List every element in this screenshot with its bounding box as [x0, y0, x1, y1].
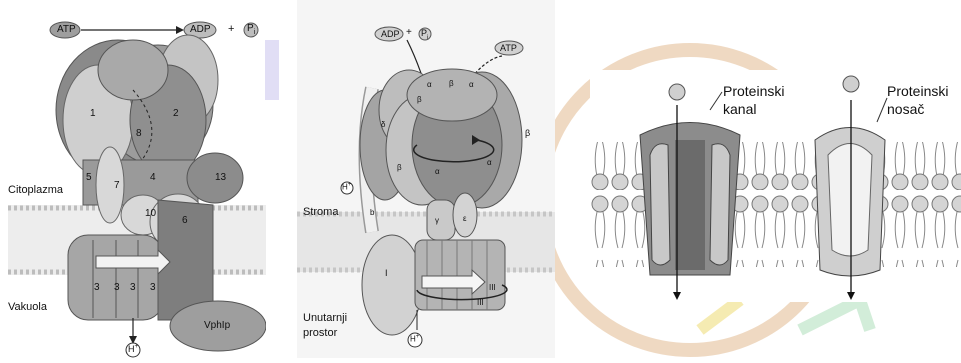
panel-v-atpase: ATP ADP + Pi 1 2 8 5 7 4 13 10 6 3 3 3 3…	[8, 0, 266, 358]
proton-label-bottom: H+	[410, 334, 419, 344]
subunit-3d-label: 3	[150, 282, 156, 293]
panel-cf-atpase: ADP + Pi ATP α β α β δ β α β α b γ ε I I…	[297, 0, 555, 358]
subunit-beta3-label: β	[525, 128, 530, 138]
subunit-beta2-label: β	[417, 95, 422, 104]
proton-label-top: H+	[342, 182, 351, 192]
carrier-label-line1: Proteinski	[887, 83, 948, 99]
subunit-beta-label: β	[449, 79, 454, 88]
subunit-2-label: 2	[173, 108, 179, 119]
carrier-label-line2: nosač	[887, 101, 924, 117]
subunit-gamma-label: γ	[435, 216, 439, 225]
subunit-1-label: 1	[90, 108, 96, 119]
pi-label: Pi	[247, 23, 255, 36]
subunit-alpha2-label: α	[469, 80, 474, 89]
panel-membrane-transport: Proteinski kanal Proteinski nosač	[590, 70, 961, 302]
stroma-label: Stroma	[303, 206, 338, 218]
subunit-13-label: 13	[215, 172, 226, 183]
vphip-label: VphIp	[204, 320, 230, 331]
subunit-iii2-label: III	[477, 298, 484, 307]
vacuole-label: Vakuola	[8, 301, 47, 313]
plus-label: +	[228, 23, 234, 35]
inner-space-label-line1: Unutarnji	[303, 312, 347, 324]
cytoplasm-label: Citoplazma	[8, 184, 63, 196]
subunit-5-label: 5	[86, 172, 92, 183]
atp-label: ATP	[500, 43, 517, 53]
inner-space-label-line2: prostor	[303, 327, 337, 339]
subunit-b-label: b	[370, 208, 374, 217]
subunit-8-label: 8	[136, 128, 142, 139]
subunit-4-label: 4	[150, 172, 156, 183]
subunit-alpha-label: α	[427, 80, 432, 89]
atp-label: ATP	[57, 24, 76, 35]
subunit-3c-label: 3	[130, 282, 136, 293]
channel-label-line1: Proteinski	[723, 83, 784, 99]
subunit-3a-label: 3	[94, 282, 100, 293]
proton-label: H+	[128, 344, 138, 354]
subunit-i-label: I	[385, 268, 388, 278]
subunit-6-label: 6	[182, 215, 188, 226]
subunit-10-label: 10	[145, 208, 156, 219]
subunit-alpha3-label: α	[487, 158, 492, 167]
plus-label: +	[406, 27, 412, 38]
cf-atpase-diagram	[297, 0, 555, 358]
subunit-alpha4-label: α	[435, 167, 440, 176]
subunit-epsilon-label: ε	[463, 214, 467, 223]
adp-label: ADP	[190, 24, 211, 35]
subunit-7-label: 7	[114, 180, 120, 191]
subunit-i	[362, 235, 422, 335]
subunit-iii-label: III	[489, 283, 496, 292]
channel-label-line2: kanal	[723, 101, 756, 117]
solute-molecule	[669, 84, 685, 100]
solute-molecule-2	[843, 76, 859, 92]
adp-label: ADP	[381, 29, 400, 39]
subunit-beta4-label: β	[397, 163, 402, 172]
subunit-3b-label: 3	[114, 282, 120, 293]
pi-label: Pi	[421, 28, 428, 41]
subunit-delta-label: δ	[381, 120, 385, 129]
